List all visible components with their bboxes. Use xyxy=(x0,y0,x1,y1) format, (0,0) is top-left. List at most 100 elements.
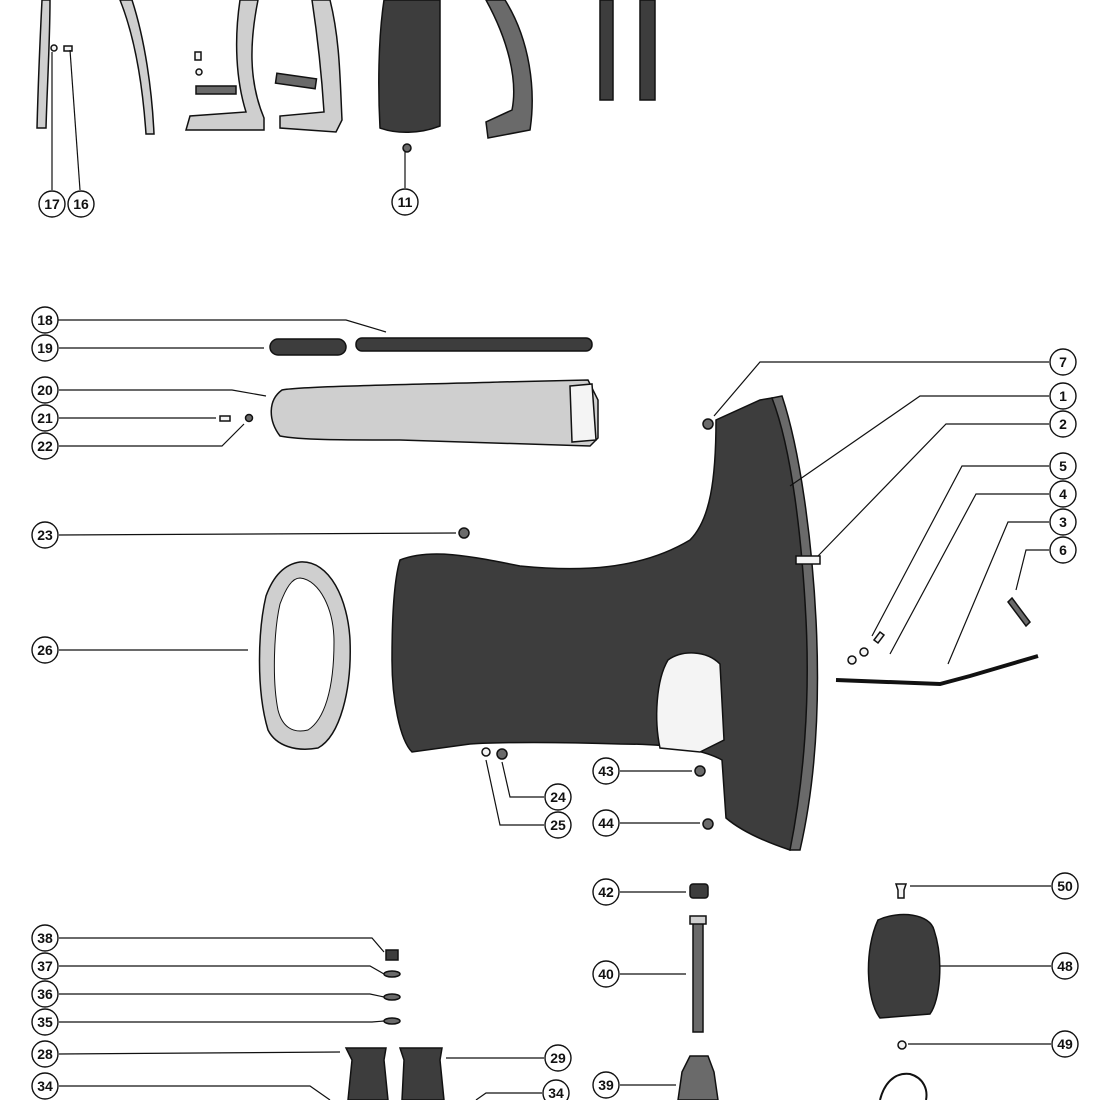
part-39-housing xyxy=(677,1055,719,1100)
svg-text:2: 2 xyxy=(1059,416,1067,432)
svg-text:11: 11 xyxy=(398,194,413,210)
part-5-pin xyxy=(872,630,886,645)
part-screw-upper xyxy=(194,51,202,61)
callout-39: 39 xyxy=(592,1071,620,1099)
part-16-screw xyxy=(63,45,73,52)
leader-lines xyxy=(51,49,1051,1100)
callout-34-left: 34 xyxy=(31,1072,59,1100)
callout-3: 3 xyxy=(1049,508,1077,536)
rod-b xyxy=(639,0,656,101)
part-18-rod xyxy=(355,337,593,352)
left-curved-strip xyxy=(36,0,51,129)
callout-11: 11 xyxy=(391,188,419,216)
callout-26: 26 xyxy=(31,636,59,664)
part-17-washer xyxy=(50,44,58,52)
svg-text:25: 25 xyxy=(550,817,566,833)
part-3-rod xyxy=(835,654,1039,687)
svg-text:16: 16 xyxy=(73,196,89,212)
svg-text:29: 29 xyxy=(550,1050,566,1066)
svg-text:49: 49 xyxy=(1057,1036,1073,1052)
svg-text:35: 35 xyxy=(37,1014,53,1030)
callout-2: 2 xyxy=(1049,410,1077,438)
callout-29: 29 xyxy=(544,1044,572,1072)
part-50-screw xyxy=(894,883,908,899)
part-6-fitting xyxy=(1007,596,1031,628)
callout-17: 17 xyxy=(38,190,66,218)
callout-49: 49 xyxy=(1051,1030,1079,1058)
svg-text:24: 24 xyxy=(550,789,566,805)
callout-7: 7 xyxy=(1049,348,1077,376)
callout-37: 37 xyxy=(31,952,59,980)
svg-text:37: 37 xyxy=(37,958,53,974)
callout-24: 24 xyxy=(544,783,572,811)
svg-text:36: 36 xyxy=(37,986,53,1002)
cowl-side xyxy=(485,0,533,139)
part-42-grommet xyxy=(689,883,709,899)
svg-text:1: 1 xyxy=(1059,388,1067,404)
callout-40: 40 xyxy=(592,960,620,988)
callout-1: 1 xyxy=(1049,382,1077,410)
callout-25: 25 xyxy=(544,811,572,839)
part-20-exhaust-mouth xyxy=(569,383,597,443)
bracket-left xyxy=(185,0,265,131)
callout-48: 48 xyxy=(1051,952,1079,980)
callout-6: 6 xyxy=(1049,536,1077,564)
svg-text:20: 20 xyxy=(37,382,53,398)
svg-text:5: 5 xyxy=(1059,458,1067,474)
top-parts-group xyxy=(36,0,656,153)
callout-4: 4 xyxy=(1049,480,1077,508)
part-7-nut xyxy=(702,418,714,430)
bracket-left-pad xyxy=(195,85,237,95)
part-40-bolt-head xyxy=(689,915,707,925)
part-40-bolt xyxy=(692,919,704,1033)
callout-5: 5 xyxy=(1049,452,1077,480)
svg-text:3: 3 xyxy=(1059,514,1067,530)
callout-43: 43 xyxy=(592,757,620,785)
svg-text:22: 22 xyxy=(37,438,53,454)
svg-text:26: 26 xyxy=(37,642,53,658)
part-1-bracket-insert xyxy=(656,652,725,753)
part-washer-upper xyxy=(195,68,203,76)
part-20-exhaust-tube xyxy=(270,379,599,447)
svg-text:21: 21 xyxy=(37,410,53,426)
callout-20: 20 xyxy=(31,376,59,404)
svg-text:18: 18 xyxy=(37,312,53,328)
part-26-gasket-inner xyxy=(273,577,335,732)
bracket-right-pad xyxy=(274,72,318,90)
middle-parts-group xyxy=(219,337,1039,851)
svg-text:7: 7 xyxy=(1059,354,1067,370)
part-48-cover xyxy=(867,913,941,1019)
svg-text:44: 44 xyxy=(598,815,614,831)
svg-text:17: 17 xyxy=(44,196,60,212)
svg-text:38: 38 xyxy=(37,930,53,946)
part-24-nut xyxy=(496,748,508,760)
callout-38: 38 xyxy=(31,924,59,952)
svg-text:4: 4 xyxy=(1059,486,1067,502)
part-37-washer xyxy=(383,970,401,978)
callout-36: 36 xyxy=(31,980,59,1008)
part-2-stud xyxy=(795,555,821,565)
svg-text:50: 50 xyxy=(1057,878,1073,894)
bracket-right xyxy=(279,0,343,133)
part-36-washer xyxy=(383,993,401,1001)
part-44-nut xyxy=(702,818,714,830)
callout-21: 21 xyxy=(31,404,59,432)
svg-text:19: 19 xyxy=(37,340,53,356)
callout-19: 19 xyxy=(31,334,59,362)
part-28-bushing xyxy=(344,1047,389,1100)
rod-a xyxy=(599,0,614,101)
callout-35: 35 xyxy=(31,1008,59,1036)
part-bottom-right-bracket xyxy=(879,1072,928,1100)
callout-42: 42 xyxy=(592,878,620,906)
callout-22: 22 xyxy=(31,432,59,460)
part-11-nut xyxy=(402,143,412,153)
part-21-screw xyxy=(219,415,231,422)
part-35-washer xyxy=(383,1017,401,1025)
callout-16: 16 xyxy=(67,190,95,218)
svg-text:28: 28 xyxy=(37,1046,53,1062)
callout-44: 44 xyxy=(592,809,620,837)
svg-text:39: 39 xyxy=(598,1077,614,1093)
callouts: 17 16 11 18 19 20 21 22 23 26 7 1 2 5 4 … xyxy=(31,188,1079,1100)
svg-text:34: 34 xyxy=(548,1085,564,1100)
